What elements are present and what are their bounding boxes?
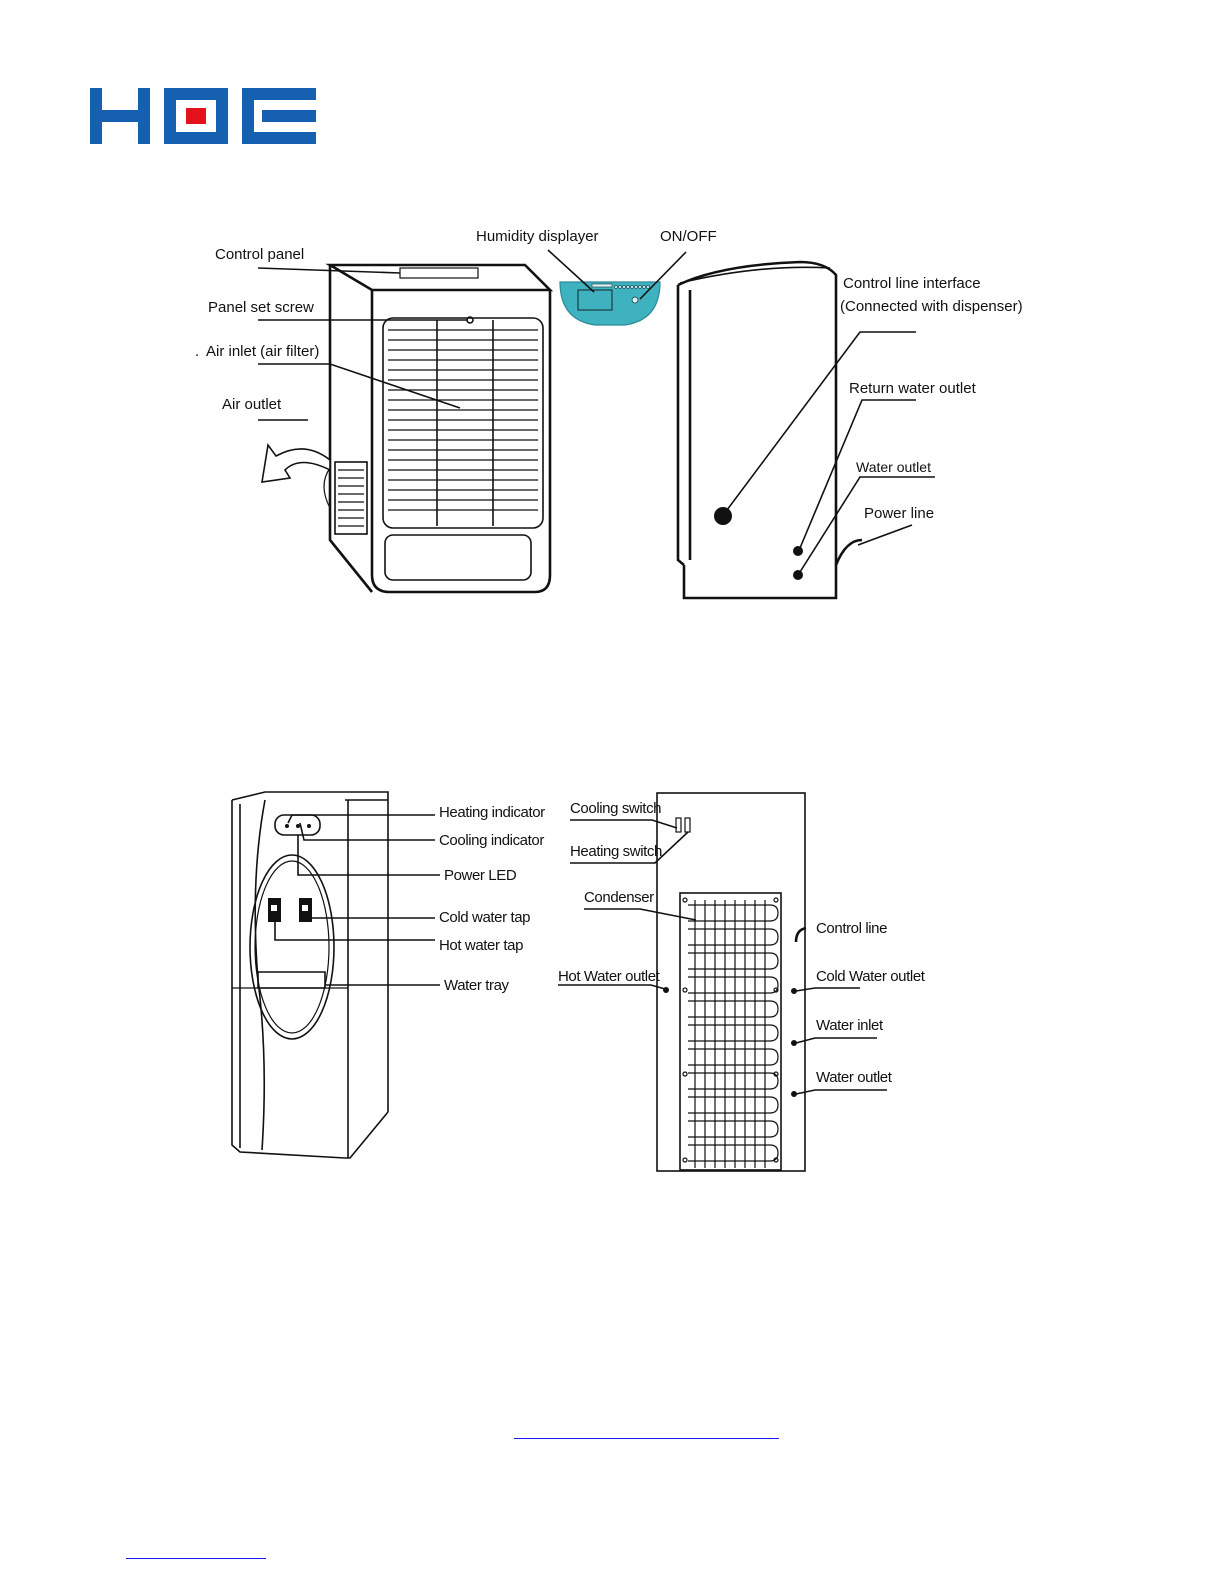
- label-hot-water-outlet: Hot Water outlet: [558, 968, 661, 985]
- label-water-inlet: Water inlet: [816, 1017, 884, 1034]
- label-on-off: ON/OFF: [660, 228, 717, 245]
- label-heating-indicator: Heating indicator: [439, 804, 545, 821]
- footer-link-underline[interactable]: [514, 1437, 779, 1439]
- label-control-line: Control line: [816, 920, 887, 937]
- label-heating-switch: Heating switch: [570, 843, 662, 860]
- control-panel-closeup: [547, 249, 687, 326]
- label-power-line: Power line: [864, 505, 934, 522]
- label-air-outlet: Air outlet: [222, 396, 282, 413]
- dehumidifier-side-illustration: [676, 260, 935, 600]
- label-power-led: Power LED: [444, 867, 517, 884]
- stray-mark: .: [195, 343, 199, 360]
- label-water-outlet-dehumidifier: Water outlet: [856, 459, 931, 475]
- label-cooling-indicator: Cooling indicator: [439, 832, 544, 849]
- power-button-icon: [631, 296, 639, 304]
- label-control-line-interface: Control line interface: [843, 275, 981, 292]
- dispenser-back-illustration: [558, 792, 887, 1172]
- cooling-switch-icon: [675, 817, 682, 833]
- label-control-panel: Control panel: [215, 246, 304, 263]
- label-cold-water-outlet: Cold Water outlet: [816, 968, 926, 985]
- dispenser-front-illustration: [231, 791, 440, 1159]
- label-hot-water-tap: Hot water tap: [439, 937, 523, 954]
- label-connected-with-dispenser: (Connected with dispenser): [840, 298, 1023, 315]
- label-air-inlet: Air inlet (air filter): [206, 343, 319, 360]
- label-condenser: Condenser: [584, 889, 654, 906]
- footer-link-underline-secondary[interactable]: [126, 1557, 266, 1559]
- label-water-tray: Water tray: [444, 977, 510, 994]
- label-water-outlet-dispenser: Water outlet: [816, 1069, 893, 1086]
- air-inlet-grille: [388, 320, 538, 526]
- label-cooling-switch: Cooling switch: [570, 800, 661, 817]
- airflow-arrow-icon: [261, 442, 331, 483]
- humidity-display-screen: [577, 289, 613, 311]
- condenser-coils: [682, 897, 779, 1168]
- dehumidifier-front-illustration: [257, 263, 554, 594]
- label-return-water-outlet: Return water outlet: [849, 380, 977, 397]
- hde-logo: [90, 88, 316, 144]
- label-cold-water-tap: Cold water tap: [439, 909, 530, 926]
- indicator-leds: [614, 285, 650, 289]
- heating-switch-icon: [684, 817, 691, 833]
- label-panel-set-screw: Panel set screw: [208, 299, 314, 316]
- air-outlet-vent: [323, 461, 368, 535]
- label-humidity-displayer: Humidity displayer: [476, 228, 599, 245]
